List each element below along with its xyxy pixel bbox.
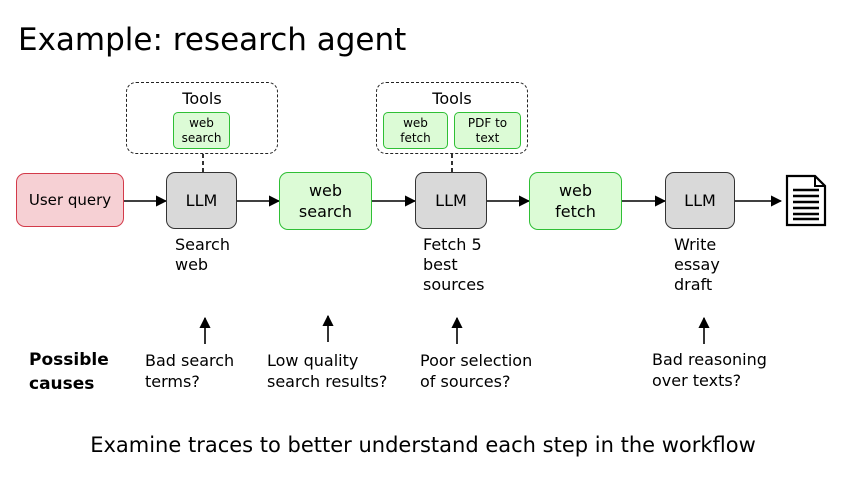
cause-source-selection: Poor selection of sources?: [420, 351, 533, 391]
step-label-search: Search web: [175, 235, 230, 274]
step-label-fetch: Fetch 5 best sources: [423, 235, 485, 294]
possible-causes-heading: Possible causes: [29, 350, 109, 394]
llm-node-write[interactable]: LLM: [665, 172, 735, 229]
tools-label: Tools: [182, 89, 222, 108]
cause-search-results: Low quality search results?: [267, 351, 388, 391]
tool-chip-pdf-to-text[interactable]: PDF to text: [454, 112, 521, 149]
llm-node-fetch[interactable]: LLM: [415, 172, 487, 229]
step-label-write: Write essay draft: [674, 235, 720, 294]
footer-caption: Examine traces to better understand each…: [90, 433, 756, 457]
tools-label: Tools: [432, 89, 472, 108]
cause-search-terms: Bad search terms?: [145, 351, 235, 391]
tool-chip-web-search[interactable]: web search: [173, 112, 230, 149]
web-search-node[interactable]: web search: [279, 172, 372, 230]
tools-group-search: Tools web search: [126, 82, 278, 154]
page-title: Example: research agent: [18, 22, 407, 58]
cause-reasoning: Bad reasoning over texts?: [652, 350, 767, 390]
user-query-node[interactable]: User query: [16, 173, 124, 227]
tools-group-fetch: Tools web fetch PDF to text: [376, 82, 528, 154]
document-icon: [785, 174, 827, 227]
web-fetch-node[interactable]: web fetch: [529, 172, 622, 230]
llm-node-search[interactable]: LLM: [166, 172, 237, 229]
tool-chip-web-fetch[interactable]: web fetch: [383, 112, 448, 149]
